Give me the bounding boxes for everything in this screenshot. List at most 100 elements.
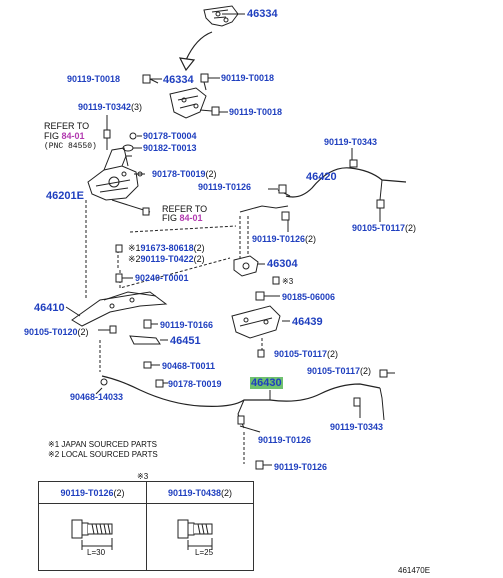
bolt-90119-T0126-d <box>255 460 264 470</box>
callout-90182-T0013[interactable]: 90182-T0013 <box>143 143 197 153</box>
part-number: 90105-T0120 <box>24 327 78 337</box>
length-label-col2: L=25 <box>195 548 214 557</box>
callout-90119-T0422[interactable]: ※290119-T0422(2) <box>128 254 205 264</box>
callout-90119-T0126-d[interactable]: 90119-T0126 <box>274 462 328 472</box>
quantity: (2) <box>193 243 205 253</box>
callout-46304[interactable]: 46304 <box>267 258 298 270</box>
cable-end <box>239 205 289 213</box>
quantity: (2) <box>360 366 372 376</box>
fig-word: FIG <box>44 131 59 141</box>
length-label-col1: L=30 <box>87 548 106 557</box>
quantity: (2) <box>305 234 317 244</box>
quantity: (2) <box>327 349 339 359</box>
callout-46334[interactable]: 46334 <box>163 74 194 86</box>
callout-90119-T0126-b[interactable]: 90119-T0126(2) <box>252 234 316 244</box>
part-number: 90105-T0117 <box>307 366 361 376</box>
pnc-note: (PNC 84550) <box>44 142 97 151</box>
callout-90119-T0343-a[interactable]: 90119-T0343 <box>324 137 378 147</box>
clip-90178-T0019 <box>137 171 143 177</box>
part-number: 90119-T0342 <box>78 102 132 112</box>
bolt-90119-T0126-a <box>278 184 287 194</box>
bolt-90119-T0126-b <box>281 211 290 221</box>
callout-90119-T0343-b[interactable]: 90119-T0343 <box>330 422 384 432</box>
callout-90119-T0342[interactable]: 90119-T0342(3) <box>78 102 142 112</box>
clip-90178-T0019-b <box>155 379 164 388</box>
callout-90178-T0019[interactable]: 90178-T0019(2) <box>152 169 217 179</box>
callout-91673-80618[interactable]: ※191673-80618(2) <box>128 243 205 253</box>
callout-90178-T0019-b[interactable]: 90178-T0019 <box>168 379 222 389</box>
callout-90119-T0166[interactable]: 90119-T0166 <box>160 320 214 330</box>
fig-ref-1[interactable]: FIG 84-01 <box>44 131 85 141</box>
bolt-drawing-L30 <box>71 519 113 550</box>
bolt-91673-80618 <box>115 244 123 253</box>
bolt-90119-T0018-c <box>199 106 220 116</box>
table-bolts <box>71 519 213 550</box>
cable-46420 <box>277 159 407 209</box>
lever-assembly-46201E <box>87 147 139 201</box>
callout-90119-T0018-a[interactable]: 90119-T0018 <box>67 74 121 84</box>
callout-90105-T0117-c[interactable]: 90105-T0117(2) <box>307 366 371 376</box>
bolt-90240-T0001 <box>115 273 123 283</box>
bolt-90119-T0342 <box>103 129 111 150</box>
fig-ref-2[interactable]: FIG 84-01 <box>162 213 203 223</box>
bracket-46439 <box>231 305 281 339</box>
quantity: (2) <box>221 488 233 498</box>
equalizer-46304 <box>233 255 265 277</box>
part-number: 90119-T0422 <box>140 254 194 264</box>
mark2: ※2 <box>128 254 141 264</box>
callout-90105-T0117-a[interactable]: 90105-T0117(2) <box>352 223 416 233</box>
part-number: 90105-T0117 <box>352 223 406 233</box>
callout-46430[interactable]: 46430 <box>250 377 283 389</box>
quantity: (2) <box>205 169 217 179</box>
legend-local-sourced: ※2 LOCAL SOURCED PARTS <box>48 450 158 459</box>
mark1: ※1 <box>128 243 141 253</box>
callout-90119-T0126-c[interactable]: 90119-T0126 <box>258 435 312 445</box>
callout-90178-T0004[interactable]: 90178-T0004 <box>143 131 197 141</box>
callout-46334-top[interactable]: 46334 <box>247 8 278 20</box>
callout-90105-T0117-b[interactable]: 90105-T0117(2) <box>274 349 338 359</box>
callout-90185-06006[interactable]: 90185-06006 <box>282 292 336 302</box>
part-number: 90178-T0019 <box>152 169 206 179</box>
quantity: (3) <box>131 102 143 112</box>
quantity: (2) <box>193 254 205 264</box>
callout-46451[interactable]: 46451 <box>170 335 201 347</box>
refer-to-1: REFER TO <box>44 121 90 131</box>
part-90185-06006 <box>255 291 265 301</box>
callout-90119-T0126-a[interactable]: 90119-T0126 <box>198 182 252 192</box>
bracket-46334-top <box>203 5 239 27</box>
callout-90119-T0018-c[interactable]: 90119-T0018 <box>229 107 283 117</box>
bolt-length-table: 90119-T0126(2) 90119-T0438(2) L=30 L=25 <box>38 481 254 571</box>
table-divider <box>146 482 147 570</box>
cable-46430 <box>100 369 388 429</box>
callout-90240-T0001[interactable]: 90240-T0001 <box>135 273 189 283</box>
callout-90105-T0120[interactable]: 90105-T0120(2) <box>24 327 89 337</box>
legend-japan-sourced: ※1 JAPAN SOURCED PARTS <box>48 440 157 449</box>
fig-word: FIG <box>162 213 177 223</box>
diagram-id: 461470E <box>398 566 431 575</box>
callout-46420[interactable]: 46420 <box>306 171 337 183</box>
table-header-col2[interactable]: 90119-T0438(2) <box>147 482 253 504</box>
arrow-head <box>178 57 196 72</box>
callout-46439[interactable]: 46439 <box>292 316 323 328</box>
table-mark3: ※3 <box>137 472 149 481</box>
callout-90468-14033[interactable]: 90468-14033 <box>70 392 124 402</box>
part-number: 90105-T0117 <box>274 349 328 359</box>
callout-90468-T0011[interactable]: 90468-T0011 <box>162 361 216 371</box>
part-number: 90119-T0126 <box>252 234 306 244</box>
part-46451 <box>129 335 161 345</box>
lever-46410 <box>71 291 168 327</box>
part-number: 90119-T0126 <box>60 488 114 498</box>
callout-46201E[interactable]: 46201E <box>46 190 84 202</box>
clip-90178-T0004 <box>129 132 137 140</box>
bolt-mark3 <box>272 276 280 285</box>
nut-90105-T0117-b <box>257 349 265 358</box>
clip-90468-T0011 <box>143 361 152 369</box>
quantity: (2) <box>405 223 417 233</box>
quantity: (2) <box>113 488 125 498</box>
table-header-col1[interactable]: 90119-T0126(2) <box>39 482 146 504</box>
callout-90119-T0018-b[interactable]: 90119-T0018 <box>221 73 275 83</box>
callout-46410[interactable]: 46410 <box>34 302 65 314</box>
part-number: 90119-T0438 <box>167 488 222 498</box>
part-number: 91673-80618 <box>140 243 194 253</box>
